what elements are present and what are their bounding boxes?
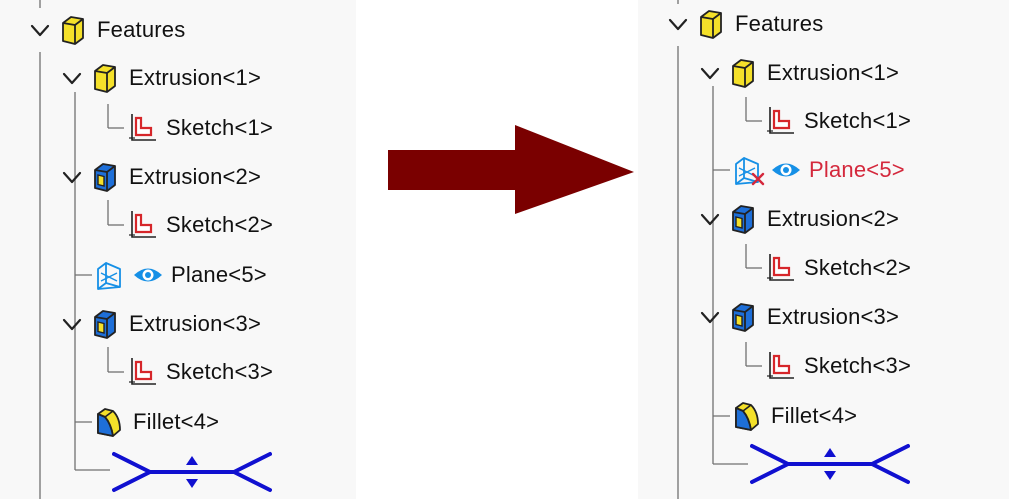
tree-node-fillet-4[interactable]: Fillet<4> [731,396,857,436]
tree-node-extrusion-3[interactable]: Extrusion<3> [699,297,899,337]
sketch-icon [126,112,158,144]
plane-icon [93,259,125,291]
rollback-bar-icon[interactable] [112,450,272,494]
chevron-down-icon[interactable] [29,19,51,41]
tree-guide-lines [39,0,124,499]
tree-node-extrusion-3[interactable]: Extrusion<3> [61,304,261,344]
extrusion-blue-icon [89,161,121,193]
fillet-icon [93,406,125,438]
chevron-down-icon[interactable] [699,62,721,84]
sketch-icon [126,209,158,241]
chevron-down-icon[interactable] [61,67,83,89]
tree-node-label: Sketch<2> [166,212,273,237]
sketch-icon [764,350,796,382]
tree-node-sketch-2[interactable]: Sketch<2> [764,248,911,288]
tree-node-label: Fillet<4> [771,403,858,428]
tree-node-label: Extrusion<2> [129,164,262,189]
error-x-icon [751,172,765,186]
rollback-bar[interactable] [112,450,272,494]
chevron-down-icon[interactable] [61,313,83,335]
features-cube-icon [57,14,89,46]
tree-node-features[interactable]: Features [667,4,823,44]
tree-node-label: Extrusion<3> [767,304,900,329]
chevron-down-icon[interactable] [699,208,721,230]
extrusion-blue-icon [89,308,121,340]
eye-visibility-icon[interactable] [133,264,163,286]
chevron-down-icon[interactable] [699,306,721,328]
feature-tree-before: Features Extrusion<1> Sketch<1> Extrusio… [0,0,356,499]
tree-node-label: Extrusion<1> [767,60,900,85]
tree-node-extrusion-1[interactable]: Extrusion<1> [699,53,899,93]
extrusion-blue-icon [727,203,759,235]
tree-node-extrusion-1[interactable]: Extrusion<1> [61,58,261,98]
plane-error-icon [731,154,765,186]
chevron-down-icon[interactable] [61,166,83,188]
extrusion-yellow-icon [727,57,759,89]
eye-visibility-icon[interactable] [771,159,801,181]
rollback-bar[interactable] [750,442,910,486]
tree-node-label: Fillet<4> [133,409,220,434]
tree-node-label: Sketch<2> [804,255,911,280]
tree-node-label: Extrusion<1> [129,65,262,90]
tree-node-label: Sketch<1> [166,115,273,140]
tree-node-fillet-4[interactable]: Fillet<4> [93,402,219,442]
tree-node-features[interactable]: Features [29,10,185,50]
feature-tree-after: Features Extrusion<1> Sketch<1> Plane<5>… [638,0,1009,499]
features-cube-icon [695,8,727,40]
tree-node-label: Extrusion<2> [767,206,900,231]
tree-node-label: Sketch<3> [804,353,911,378]
tree-node-label: Plane<5> [809,157,905,182]
fillet-icon [731,400,763,432]
sketch-icon [764,105,796,137]
extrusion-yellow-icon [89,62,121,94]
sketch-icon [126,356,158,388]
tree-node-sketch-1[interactable]: Sketch<1> [764,101,911,141]
tree-node-label: Plane<5> [171,262,267,287]
tree-node-label: Features [735,11,824,36]
rollback-bar-icon[interactable] [750,442,910,486]
tree-node-plane-5[interactable]: Plane<5> [93,255,267,295]
right-arrow-icon [388,125,634,214]
extrusion-blue-icon [727,301,759,333]
tree-node-label: Sketch<3> [166,359,273,384]
tree-node-extrusion-2[interactable]: Extrusion<2> [699,199,899,239]
chevron-down-icon[interactable] [667,13,689,35]
tree-node-plane-5[interactable]: Plane<5> [731,150,905,190]
tree-node-label: Sketch<1> [804,108,911,133]
tree-node-sketch-3[interactable]: Sketch<3> [764,346,911,386]
tree-node-extrusion-2[interactable]: Extrusion<2> [61,157,261,197]
sketch-icon [764,252,796,284]
tree-node-sketch-3[interactable]: Sketch<3> [126,352,273,392]
tree-guide-lines [677,0,762,499]
tree-node-sketch-2[interactable]: Sketch<2> [126,205,273,245]
tree-node-sketch-1[interactable]: Sketch<1> [126,108,273,148]
tree-node-label: Extrusion<3> [129,311,262,336]
tree-node-label: Features [97,17,186,42]
